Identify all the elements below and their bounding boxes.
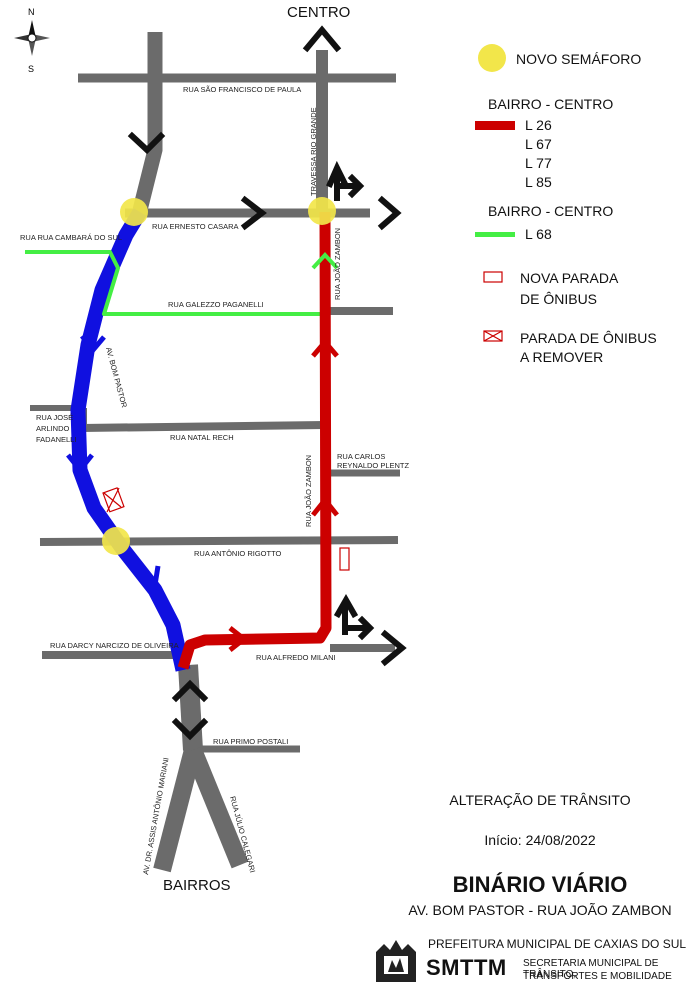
info-title: BINÁRIO VIÁRIO <box>452 872 628 897</box>
legend-remover-icon <box>483 330 503 342</box>
city-emblem <box>376 940 416 982</box>
red-arrow-2 <box>311 495 339 517</box>
label-carlos-1: RUA CARLOS <box>337 452 385 461</box>
arrow-down-bom-pastor <box>127 131 166 155</box>
blue-arrow-1 <box>80 334 106 354</box>
red-arrows <box>228 338 339 652</box>
arrow-right-alfredo-end <box>380 629 407 667</box>
street-rigotto <box>39 536 399 546</box>
arrow-up-centro <box>302 25 342 53</box>
legend-green-swatch <box>475 232 515 237</box>
legend-line-l26: L 26 <box>525 117 552 133</box>
label-joao-zambon-top: RUA JOÃO ZAMBON <box>333 228 342 300</box>
arrow-turn-bottom <box>333 593 375 641</box>
blue-route-bom-pastor <box>70 208 191 672</box>
arrow-right-ernesto <box>240 195 267 231</box>
destination-centro: CENTRO <box>287 4 350 21</box>
blue-arrow-3 <box>138 565 161 590</box>
legend-line-l68: L 68 <box>525 226 552 242</box>
legend-semaforo-label: NOVO SEMÁFORO <box>516 51 641 67</box>
semaforo-ernesto-zambon <box>308 197 336 225</box>
footer-secretaria-1: SECRETARIA MUNICIPAL DE TRÂNSITO, <box>523 958 659 980</box>
street-assis-mariani <box>153 747 202 873</box>
label-jose-arlindo-3: FADANELLI <box>36 435 76 444</box>
label-travessa: TRAVESSA RIO GRANDE <box>309 107 318 196</box>
legend-nova-parada-icon <box>483 271 503 283</box>
info-inicio: Início: 24/08/2022 <box>484 832 596 848</box>
info-subtitle: AV. BOM PASTOR - RUA JOÃO ZAMBON <box>408 902 672 918</box>
blue-arrow-2 <box>66 453 94 475</box>
semaforos <box>102 197 336 555</box>
compass-north: N <box>28 7 35 17</box>
street-bom-pastor-top <box>132 32 163 212</box>
label-jose-arlindo-2: ARLINDO <box>36 424 70 433</box>
street-calegari <box>184 746 249 869</box>
legend-red-swatch <box>475 121 515 130</box>
label-rigotto: RUA ANTÔNIO RIGOTTO <box>194 549 282 558</box>
nova-parada-marker <box>339 547 350 571</box>
legend-semaforo-icon <box>478 44 506 72</box>
green-arrow <box>311 252 339 270</box>
legend-remover-2: A REMOVER <box>520 349 603 365</box>
legend-line-l77: L 77 <box>525 155 552 171</box>
semaforo-ernesto-bom-pastor <box>120 198 148 226</box>
arrow-bidirectional <box>171 679 209 741</box>
footer-secretaria-2: TRANSPORTES E MOBILIDADE <box>523 971 672 982</box>
direction-arrows <box>127 25 407 741</box>
label-darcy: RUA DARCY NARCIZO DE OLIVEIRA <box>50 641 179 650</box>
legend-line-l85: L 85 <box>525 174 552 190</box>
legend-group2-title: BAIRRO - CENTRO <box>488 203 613 219</box>
street-natal-rech <box>81 421 326 432</box>
compass-rose: N S <box>14 7 50 74</box>
footer-smttm: SMTTM <box>426 955 507 980</box>
label-joao-zambon-mid: RUA JOÃO ZAMBON <box>304 455 313 527</box>
red-arrow-1 <box>311 338 339 358</box>
label-ernesto-casara: RUA ERNESTO CASARA <box>152 222 239 231</box>
label-bom-pastor: AV. BOM PASTOR <box>104 346 129 409</box>
label-jose-arlindo-1: RUA JOSÉ <box>36 413 73 422</box>
destination-bairros: BAIRROS <box>163 877 231 894</box>
label-primo: RUA PRIMO POSTALI <box>213 737 288 746</box>
blue-arrows <box>66 334 161 590</box>
legend-line-l67: L 67 <box>525 136 552 152</box>
legend-nova-parada-2: DE ÔNIBUS <box>520 291 597 307</box>
label-galezzo: RUA GALEZZO PAGANELLI <box>168 300 264 309</box>
arrow-turn-top <box>326 160 365 201</box>
footer-prefeitura: PREFEITURA MUNICIPAL DE CAXIAS DO SUL <box>428 937 687 951</box>
semaforo-rigotto <box>102 527 130 555</box>
red-arrow-3 <box>228 626 249 652</box>
legend-remover-1: PARADA DE ÔNIBUS <box>520 330 657 346</box>
info-alteracao: ALTERAÇÃO DE TRÂNSITO <box>449 792 631 808</box>
legend: NOVO SEMÁFORO BAIRRO - CENTRO L 26 L 67 … <box>475 44 657 365</box>
label-natal-rech: RUA NATAL RECH <box>170 433 234 442</box>
legend-group1-title: BAIRRO - CENTRO <box>488 96 613 112</box>
red-route-joao-zambon <box>177 211 332 670</box>
parada-remover-marker <box>102 487 125 513</box>
label-sao-francisco: RUA SÃO FRANCISCO DE PAULA <box>183 85 301 94</box>
label-cambara: RUA RUA CAMBARÁ DO SUL <box>20 233 122 242</box>
arrow-right-casara-end <box>377 195 402 231</box>
legend-nova-parada-1: NOVA PARADA <box>520 270 619 286</box>
label-alfredo: RUA ALFREDO MILANI <box>256 653 336 662</box>
compass-south: S <box>28 64 34 74</box>
label-carlos-2: REYNALDO PLENTZ <box>337 461 410 470</box>
